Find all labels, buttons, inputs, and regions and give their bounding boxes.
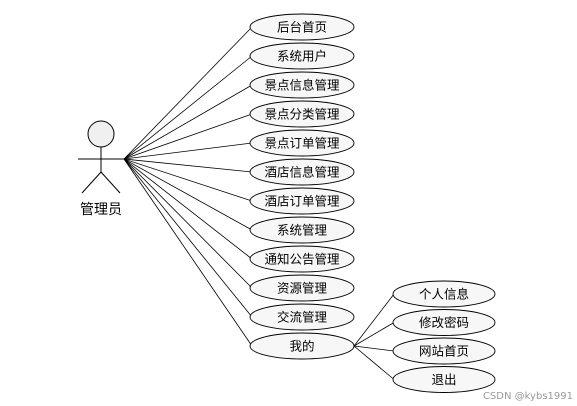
use-case-8: 系统管理 (249, 216, 355, 244)
use-case-1: 后台首页 (249, 13, 355, 41)
use-case-2-shape (249, 42, 355, 70)
association-line (123, 158, 253, 202)
association-line (123, 158, 253, 173)
actor-head (87, 120, 115, 148)
sub-use-case-3-label: 网站首页 (419, 344, 469, 359)
use-case-2-label: 系统用户 (277, 49, 327, 64)
use-case-10: 资源管理 (249, 274, 355, 302)
use-case-12-shape (249, 332, 355, 360)
sub-use-case-1: 个人信息 (392, 280, 496, 308)
sub-use-case-3: 网站首页 (392, 337, 496, 365)
use-case-12-label: 我的 (289, 339, 314, 354)
association-line (353, 322, 395, 347)
association-line (123, 158, 253, 231)
use-case-9-shape (249, 245, 355, 273)
use-case-11: 交流管理 (249, 303, 355, 331)
association-lines (123, 26, 395, 380)
use-case-11-shape (249, 303, 355, 331)
use-case-6-shape (249, 158, 355, 186)
association-line (123, 158, 253, 347)
use-case-7: 酒店订单管理 (249, 187, 355, 215)
use-case-8-label: 系统管理 (277, 223, 328, 238)
sub-use-case-4: 退出 (392, 366, 496, 393)
actor: 管理员 (78, 120, 124, 218)
sub-use-case-4-shape (392, 366, 496, 393)
association-line (123, 158, 253, 318)
use-case-1-label: 后台首页 (277, 20, 327, 35)
use-case-11-label: 交流管理 (277, 310, 328, 325)
sub-use-case-2-shape (392, 309, 496, 336)
actor-label: 管理员 (80, 202, 122, 218)
sub-use-case-3-shape (392, 337, 496, 365)
use-case-4-shape (249, 100, 355, 128)
association-line (123, 142, 253, 160)
association-line (123, 113, 253, 160)
sub-use-case-2-label: 修改密码 (419, 315, 469, 330)
sub-use-case-1-label: 个人信息 (419, 287, 469, 302)
use-case-group: 后台首页系统用户景点信息管理景点分类管理景点订单管理酒店信息管理酒店订单管理系统… (249, 13, 355, 360)
use-case-9: 通知公告管理 (249, 245, 355, 273)
use-case-3: 景点信息管理 (249, 71, 355, 99)
use-case-5-label: 景点订单管理 (264, 136, 340, 151)
use-case-6-label: 酒店信息管理 (264, 165, 340, 180)
association-line (353, 345, 395, 352)
sub-use-case-4-label: 退出 (431, 372, 456, 387)
use-case-10-label: 资源管理 (277, 281, 328, 296)
association-line (123, 55, 253, 160)
actor-right-leg (100, 171, 121, 194)
use-case-6: 酒店信息管理 (249, 158, 355, 186)
use-case-1-shape (249, 13, 355, 41)
sub-use-case-1-shape (392, 280, 496, 308)
use-case-3-shape (249, 71, 355, 99)
use-case-10-shape (249, 274, 355, 302)
association-line (353, 345, 395, 380)
use-case-9-label: 通知公告管理 (264, 252, 340, 267)
association-line (123, 84, 253, 160)
use-case-5: 景点订单管理 (249, 129, 355, 157)
use-case-12: 我的 (249, 332, 355, 360)
association-line (123, 26, 253, 160)
use-case-3-label: 景点信息管理 (264, 78, 340, 93)
use-case-5-shape (249, 129, 355, 157)
sub-use-case-2: 修改密码 (392, 309, 496, 336)
use-case-4: 景点分类管理 (249, 100, 355, 128)
use-case-4-label: 景点分类管理 (264, 107, 340, 122)
use-case-2: 系统用户 (249, 42, 355, 70)
actor-left-leg (81, 171, 102, 194)
watermark: CSDN @kybs1991 (483, 391, 573, 402)
association-line (353, 293, 395, 347)
association-line (123, 158, 253, 289)
association-line (123, 158, 253, 260)
use-case-7-shape (249, 187, 355, 215)
use-case-7-label: 酒店订单管理 (264, 194, 340, 209)
use-case-8-shape (249, 216, 355, 244)
